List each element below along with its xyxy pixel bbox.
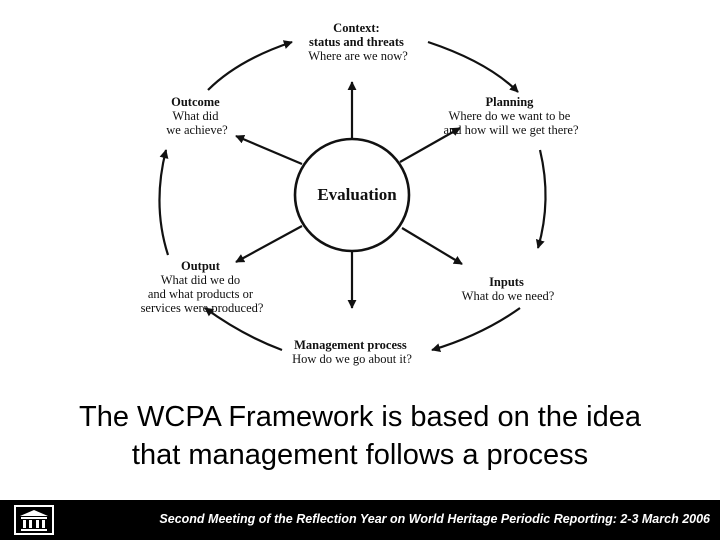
node-output-title: Output	[181, 259, 221, 273]
footer-bar: Second Meeting of the Reflection Year on…	[0, 500, 720, 540]
node-output: Output What did we do and what products …	[141, 259, 264, 315]
node-output-line-2: and what products or	[148, 287, 254, 301]
node-planning-line-1: Where do we want to be	[449, 109, 571, 123]
arc-management-to-output	[204, 307, 283, 352]
node-inputs-line-1: What do we need?	[462, 289, 555, 303]
node-outcome: Outcome What did we achieve?	[166, 95, 228, 137]
wcpa-cycle-diagram: Evaluation Context: status and threats W…	[141, 21, 579, 366]
evaluation-circle	[293, 137, 411, 253]
slide-caption: The WCPA Framework is based on the idea …	[0, 398, 720, 474]
arc-outcome-to-context	[207, 40, 293, 91]
node-context-line-1: status and threats	[309, 35, 404, 49]
node-outcome-line-2: we achieve?	[166, 123, 228, 137]
arc-output-to-outcome	[158, 149, 170, 256]
node-planning-line-2: and how will we get there?	[443, 123, 578, 137]
node-planning-title: Planning	[485, 95, 534, 109]
spoke-inputs	[401, 227, 463, 265]
arc-context-to-planning	[427, 40, 519, 93]
node-context: Context: status and threats Where are we…	[308, 21, 408, 63]
spoke-arrows	[235, 81, 463, 309]
spoke-outcome	[235, 134, 303, 166]
caption-line-2: that management follows a process	[131, 439, 589, 471]
node-inputs-title: Inputs	[489, 275, 524, 289]
node-outcome-title: Outcome	[171, 95, 220, 109]
node-planning: Planning Where do we want to be and how …	[443, 95, 578, 137]
node-output-line-3: services were produced?	[141, 301, 264, 315]
caption-line-1: The WCPA Framework is based on the idea	[79, 401, 641, 433]
unesco-temple-icon	[14, 505, 54, 535]
node-management-title: Management process	[294, 338, 407, 352]
node-context-line-2: Where are we now?	[308, 49, 408, 63]
cycle-arrows	[158, 40, 547, 352]
footer-text: Second Meeting of the Reflection Year on…	[159, 512, 710, 526]
node-context-title: Context:	[333, 21, 380, 35]
node-output-line-1: What did we do	[161, 273, 241, 287]
spoke-planning	[399, 127, 461, 163]
arc-inputs-to-management	[431, 307, 521, 352]
node-outcome-line-1: What did	[172, 109, 219, 123]
spoke-output	[235, 225, 303, 263]
evaluation-label: Evaluation	[317, 185, 397, 204]
node-inputs: Inputs What do we need?	[462, 275, 555, 303]
node-management: Management process How do we go about it…	[292, 338, 412, 366]
arc-planning-to-inputs	[535, 149, 547, 249]
node-management-line-1: How do we go about it?	[292, 352, 412, 366]
